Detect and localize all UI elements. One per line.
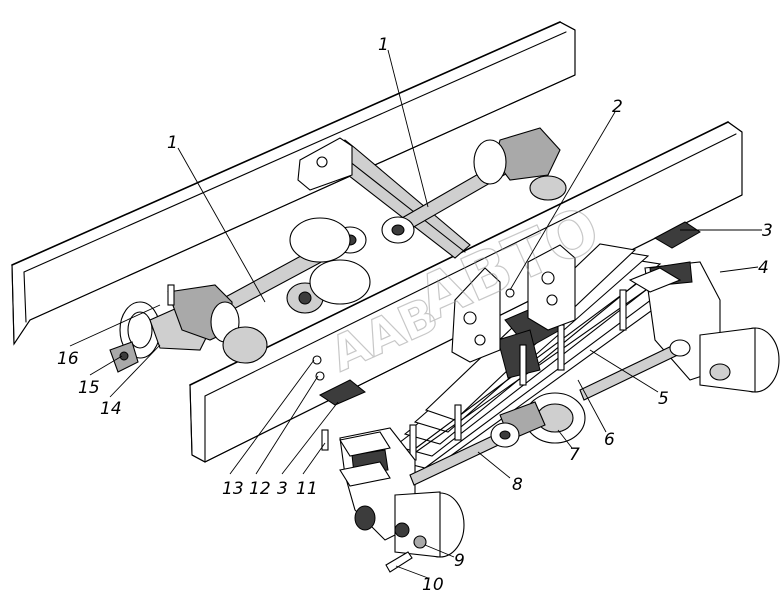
callout-label-12: 12 bbox=[249, 479, 271, 499]
torque-rod-lower-right bbox=[579, 339, 691, 401]
callout-label-7: 7 bbox=[569, 445, 580, 465]
small-fasteners bbox=[312, 288, 515, 381]
callout-label-3a: 3 bbox=[762, 221, 773, 241]
callout-label-5: 5 bbox=[658, 389, 669, 409]
spring-bracket-plates bbox=[451, 244, 576, 363]
callout-label-14: 14 bbox=[100, 399, 122, 419]
axle-hub-lower bbox=[321, 427, 465, 573]
cross-member bbox=[297, 137, 471, 259]
pads bbox=[319, 221, 701, 487]
callout-label-1b: 1 bbox=[378, 35, 389, 55]
callout-labels: 1 1 2 3 4 5 6 7 8 9 10 11 3 12 13 14 15 … bbox=[57, 35, 773, 595]
bracket-assembly-left bbox=[109, 217, 371, 373]
callout-label-6: 6 bbox=[604, 430, 615, 450]
callout-label-15: 15 bbox=[78, 378, 100, 398]
callout-label-4: 4 bbox=[758, 258, 769, 278]
leader-lines bbox=[69, 49, 762, 579]
callout-label-13: 13 bbox=[222, 479, 244, 499]
torque-rod-lower-left bbox=[409, 422, 520, 486]
callout-label-11: 11 bbox=[296, 479, 318, 499]
callout-label-8: 8 bbox=[512, 475, 523, 495]
torque-rod-upper-back bbox=[381, 127, 567, 244]
callout-label-9: 9 bbox=[454, 551, 465, 571]
callout-label-2: 2 bbox=[612, 97, 623, 117]
callout-label-16: 16 bbox=[57, 349, 79, 369]
callout-label-10: 10 bbox=[422, 575, 444, 595]
callout-label-1a: 1 bbox=[167, 133, 178, 153]
frame-rail-left bbox=[11, 21, 576, 346]
callout-label-3b: 3 bbox=[277, 479, 288, 499]
